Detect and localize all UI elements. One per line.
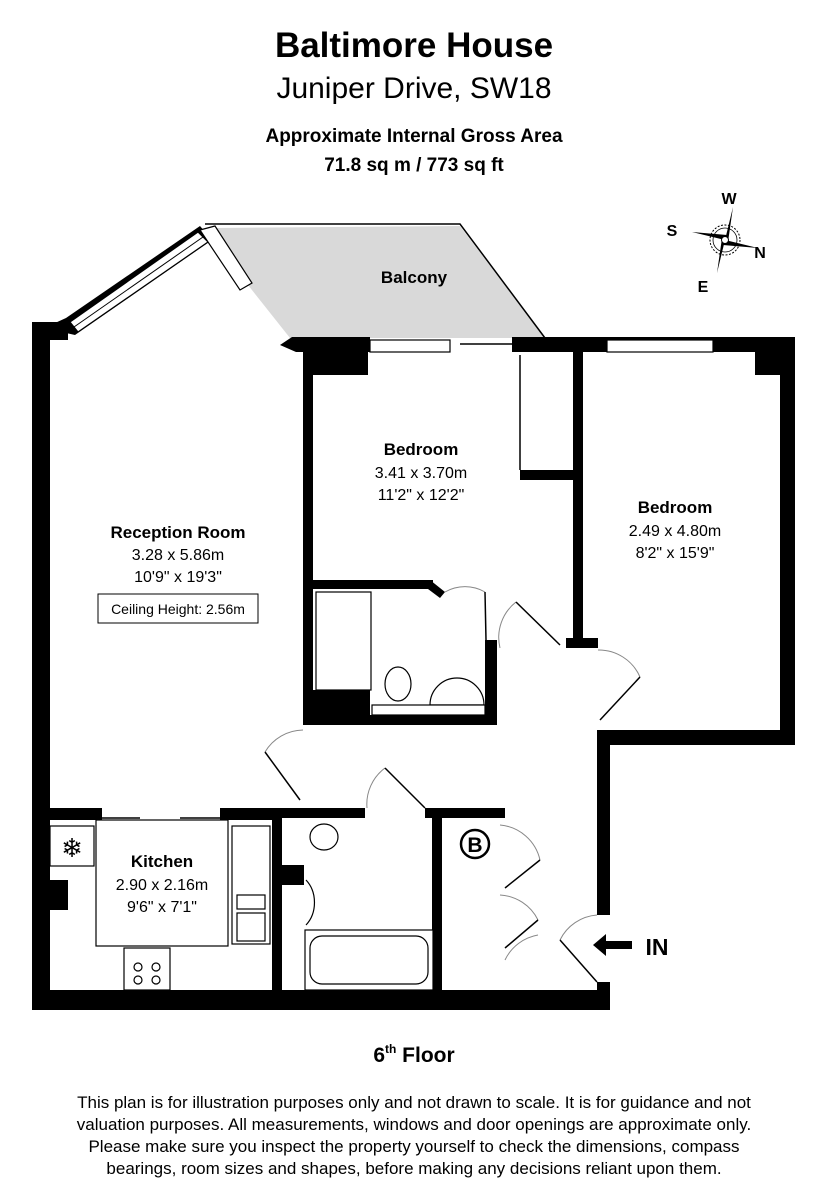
balcony-area [215, 226, 545, 338]
boiler-label: B [467, 834, 482, 857]
kitchen-name: Kitchen [131, 852, 193, 871]
disclaimer-line: This plan is for illustration purposes o… [77, 1093, 751, 1112]
kitchen-counter [95, 819, 229, 947]
svg-text:❄: ❄ [61, 833, 83, 863]
bedroom1-imperial: 11'2" x 12'2" [378, 487, 465, 504]
ceiling-height: Ceiling Height: 2.56m [111, 601, 245, 617]
ceiling-height-box [97, 593, 259, 624]
floor-label: 6th Floor [373, 1042, 454, 1067]
disclaimer-line: valuation purposes. All measurements, wi… [76, 1115, 752, 1134]
kitchen-metric: 2.90 x 2.16m [116, 877, 209, 894]
walls [32, 322, 795, 1010]
compass-east: E [698, 279, 709, 296]
fixtures: ❄ [49, 591, 486, 991]
boiler-icon [459, 828, 491, 860]
kitchen-imperial: 9'6" x 7'1" [127, 899, 197, 916]
entrance-label: IN [646, 934, 669, 960]
property-address: Juniper Drive, SW18 [276, 72, 551, 105]
disclaimer-line: Please make sure you inspect the propert… [88, 1137, 740, 1156]
bedroom2-name: Bedroom [638, 498, 713, 517]
bedroom2-metric: 2.49 x 4.80m [629, 523, 722, 540]
window [369, 339, 451, 353]
bedroom1-metric: 3.41 x 3.70m [375, 465, 468, 482]
property-title: Baltimore House [275, 26, 553, 65]
compass-south: S [667, 223, 678, 240]
entrance-arrow-icon [593, 934, 632, 956]
doors [102, 586, 641, 983]
bedroom1-name: Bedroom [384, 440, 459, 459]
compass-west: W [721, 191, 737, 208]
freezer-icon [49, 825, 95, 867]
area-value: 71.8 sq m / 773 sq ft [324, 155, 504, 176]
disclaimer: This plan is for illustration purposes o… [0, 1092, 828, 1180]
compass-icon: W S N E [667, 191, 766, 296]
disclaimer-line: bearings, room sizes and shapes, before … [106, 1159, 722, 1178]
reception-metric: 3.28 x 5.86m [132, 547, 225, 564]
bay-window [44, 225, 253, 335]
balcony-label: Balcony [381, 268, 448, 287]
compass-north: N [754, 245, 766, 262]
bedroom2-imperial: 8'2" x 15'9" [636, 545, 715, 562]
area-label: Approximate Internal Gross Area [265, 126, 562, 147]
reception-name: Reception Room [110, 523, 245, 542]
window [606, 339, 714, 353]
reception-imperial: 10'9" x 19'3" [134, 569, 222, 586]
hob-icon [123, 947, 171, 991]
